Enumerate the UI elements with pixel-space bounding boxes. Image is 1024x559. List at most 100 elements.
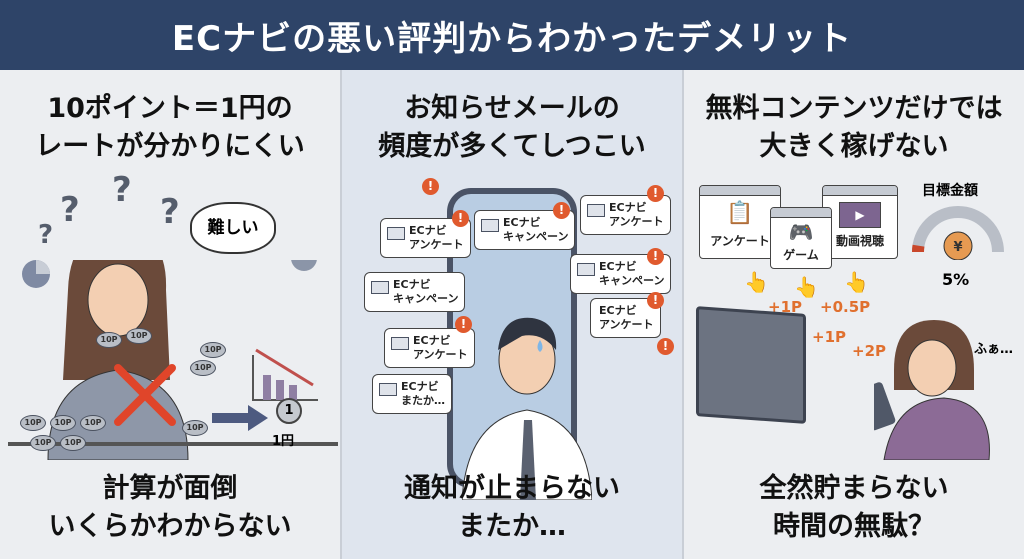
alert-icon: ! (647, 292, 664, 309)
caption-line: 全然貯まらない (759, 473, 949, 504)
coin: 10P (126, 328, 152, 344)
notification-title: ECナビ (401, 380, 439, 393)
panel-rate: 10ポイント＝1円のレートが分かりにくい ? ? ? ? 難しい 10P 10P… (0, 70, 340, 559)
heading-line: 10ポイント＝1円の (47, 93, 293, 124)
heading-line: 頻度が多くてしつこい (378, 131, 646, 162)
coin: 10P (200, 342, 226, 358)
notification-bubble[interactable]: ECナビキャンペーン (364, 272, 466, 312)
panel-heading: お知らせメールの頻度が多くてしつこい (342, 90, 682, 166)
notification-title: ECナビ (599, 260, 637, 273)
alert-icon: ! (647, 248, 664, 265)
window-game[interactable]: 🎮 ゲーム (770, 207, 832, 269)
notification-bubble[interactable]: ECナビアンケート (590, 298, 661, 338)
notification-bubble[interactable]: ECナビまたか… (372, 374, 452, 414)
points-earned: +1P (812, 328, 846, 346)
coin: 10P (182, 420, 208, 436)
envelope-icon (379, 383, 397, 396)
notification-body: キャンペーン (599, 274, 665, 287)
window-label: アンケート (710, 234, 770, 248)
notification-body: またか… (401, 394, 445, 407)
gamepad-icon: 🎮 (788, 220, 814, 244)
alert-icon: ! (553, 202, 570, 219)
envelope-icon (481, 219, 499, 232)
question-mark-icon: ? (112, 170, 132, 210)
stressed-man-illustration (462, 317, 592, 500)
play-icon: ▶ (839, 202, 881, 228)
alert-icon: ! (657, 338, 674, 355)
divider (340, 70, 342, 559)
points-earned: +2P (852, 342, 886, 360)
panel-heading: 無料コンテンツだけでは大きく稼げない (684, 90, 1024, 166)
alert-icon: ! (452, 210, 469, 227)
notification-title: ECナビ (409, 224, 447, 237)
envelope-icon (387, 227, 405, 240)
heading-line: レートが分かりにくい (35, 131, 305, 162)
pointer-hand-icon: 👆 (744, 270, 769, 294)
page-header: ECナビの悪い評判からわかったデメリット (0, 0, 1024, 70)
panel-caption: 通知が止まらないまたか… (342, 470, 682, 546)
notification-body: アンケート (409, 238, 464, 251)
sigh-text: ふぁ… (974, 342, 1014, 357)
notification-title: ECナビ (393, 278, 431, 291)
tired-woman-illustration (874, 320, 990, 460)
coin: 10P (80, 415, 106, 431)
caption-line: いくらかわからない (48, 511, 292, 542)
notification-bubble[interactable]: ECナビアンケート (384, 328, 475, 368)
notification-title: ECナビ (413, 334, 451, 347)
speech-bubble: 難しい (190, 202, 276, 254)
heading-line: 無料コンテンツだけでは (705, 93, 1003, 124)
yen-icon: ¥ (953, 240, 962, 255)
notification-body: アンケート (609, 215, 664, 228)
question-mark-icon: ? (160, 192, 180, 232)
heading-line: 大きく稼げない (759, 131, 949, 162)
notification-title: ECナビ (503, 216, 541, 229)
window-video[interactable]: ▶ 動画視聴 (822, 185, 898, 259)
notification-body: アンケート (413, 348, 468, 361)
caption-line: 通知が止まらない (404, 473, 620, 504)
coin: 10P (96, 332, 122, 348)
one-yen-coin: 1 (276, 398, 302, 424)
goal-label: 目標金額 (922, 183, 978, 199)
cross-icon (114, 364, 176, 426)
divider (682, 70, 684, 559)
heading-line: お知らせメールの (404, 93, 620, 124)
coin: 10P (50, 415, 76, 431)
alert-icon: ! (422, 178, 439, 195)
question-mark-icon: ? (38, 220, 54, 250)
window-label: 動画視聴 (835, 234, 884, 248)
coin: 10P (20, 415, 46, 431)
arrow-right-icon (212, 405, 268, 431)
envelope-icon (391, 337, 409, 350)
envelope-icon (587, 204, 605, 217)
yen-label: 1円 (272, 434, 295, 449)
alert-icon: ! (455, 316, 472, 333)
panel-earnings: 無料コンテンツだけでは大きく稼げない 📋アンケート ▶ 動画視聴 🎮 ゲーム 目標金… (684, 70, 1024, 559)
notification-bubble[interactable]: ECナビキャンペーン (474, 210, 576, 250)
points-earned: +0.5P (820, 298, 871, 316)
envelope-icon (371, 281, 389, 294)
window-label: ゲーム (783, 248, 819, 262)
panel-heading: 10ポイント＝1円のレートが分かりにくい (0, 90, 340, 166)
page-title: ECナビの悪い評判からわかったデメリット (171, 18, 853, 59)
panel-caption: 計算が面倒いくらかわからない (0, 470, 340, 546)
caption-line: またか… (458, 511, 566, 542)
notification-title: ECナビ (609, 201, 647, 214)
monitor-illustration (696, 306, 806, 424)
coin: 10P (190, 360, 216, 376)
notification-title: ECナビ (599, 304, 637, 317)
question-mark-icon: ? (60, 190, 80, 230)
alert-icon: ! (647, 185, 664, 202)
goal-gauge: ¥ (912, 206, 1004, 260)
window-survey[interactable]: 📋アンケート (699, 185, 781, 259)
goal-percent: 5% (942, 270, 970, 289)
pointer-hand-icon: 👆 (844, 270, 869, 294)
caption-line: 計算が面倒 (102, 473, 238, 504)
notification-body: キャンペーン (393, 292, 459, 305)
coin: 10P (60, 435, 86, 451)
notification-body: キャンペーン (503, 230, 569, 243)
envelope-icon (577, 263, 595, 276)
panel-emails: お知らせメールの頻度が多くてしつこい ECナビアンケート ECナビキャンペーン … (342, 70, 682, 559)
notification-body: アンケート (599, 318, 654, 331)
caption-line: 時間の無駄？ (773, 511, 935, 542)
panel-caption: 全然貯まらない時間の無駄？ (684, 470, 1024, 546)
